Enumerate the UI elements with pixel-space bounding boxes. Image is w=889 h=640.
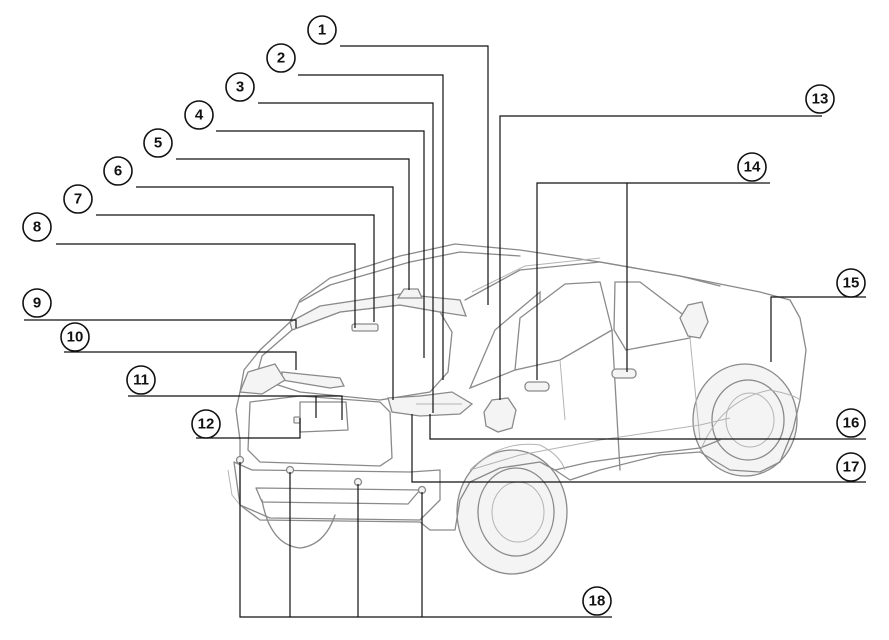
leader-line-13 bbox=[499, 115, 822, 400]
leader-line-2 bbox=[298, 74, 444, 380]
svg-text:12: 12 bbox=[198, 416, 215, 433]
leader-line-4 bbox=[216, 130, 425, 358]
callout-badge-13: 13 bbox=[805, 84, 835, 114]
svg-text:10: 10 bbox=[67, 329, 84, 346]
fuel-filler-door bbox=[483, 397, 517, 433]
leader-line-12 bbox=[196, 418, 301, 439]
svg-text:18: 18 bbox=[589, 593, 606, 610]
front-wheel bbox=[692, 363, 798, 477]
side-mirror bbox=[679, 301, 709, 339]
svg-text:1: 1 bbox=[318, 22, 326, 39]
car-illustration bbox=[227, 243, 807, 575]
liftgate bbox=[247, 395, 393, 467]
svg-text:5: 5 bbox=[154, 135, 162, 152]
license-plate-recess bbox=[299, 401, 349, 433]
leader-line-3 bbox=[258, 102, 434, 413]
svg-text:7: 7 bbox=[74, 191, 82, 208]
leader-line-8 bbox=[56, 243, 356, 328]
svg-text:8: 8 bbox=[33, 219, 41, 236]
leader-line-14 bbox=[536, 182, 770, 380]
callout-badge-6: 6 bbox=[103, 156, 133, 186]
leader-line-16 bbox=[429, 414, 866, 440]
callout-badge-2: 2 bbox=[266, 43, 296, 73]
leader-line-18 bbox=[239, 462, 612, 618]
rear-door-handle bbox=[524, 381, 550, 392]
leader-line-11 bbox=[128, 395, 343, 420]
body-outline bbox=[235, 243, 807, 531]
rear-spoiler bbox=[289, 293, 467, 331]
callout-badge-11: 11 bbox=[126, 365, 156, 395]
front-door-handle bbox=[611, 368, 637, 379]
callout-badge-5: 5 bbox=[143, 128, 173, 158]
svg-text:15: 15 bbox=[843, 275, 860, 292]
svg-text:16: 16 bbox=[843, 415, 860, 432]
leader-line-7 bbox=[96, 214, 375, 322]
callout-badge-8: 8 bbox=[22, 212, 52, 242]
svg-text:11: 11 bbox=[133, 372, 149, 389]
leader-line-17 bbox=[411, 414, 866, 483]
callout-badge-4: 4 bbox=[184, 100, 214, 130]
svg-text:6: 6 bbox=[114, 163, 122, 180]
callout-badge-16: 16 bbox=[836, 408, 866, 438]
svg-text:9: 9 bbox=[33, 295, 41, 312]
svg-text:14: 14 bbox=[744, 159, 761, 176]
callout-badge-14: 14 bbox=[737, 152, 767, 182]
callout-badge-18: 18 bbox=[582, 586, 612, 616]
svg-text:4: 4 bbox=[195, 107, 204, 124]
rear-bumper bbox=[233, 461, 441, 521]
callout-badge-3: 3 bbox=[225, 72, 255, 102]
leader-line-9 bbox=[24, 319, 297, 328]
callout-badge-15: 15 bbox=[836, 268, 866, 298]
callout-badge-17: 17 bbox=[836, 452, 866, 482]
callout-badge-9: 9 bbox=[22, 288, 52, 318]
leader-line-15 bbox=[770, 296, 866, 362]
leader-lines bbox=[24, 45, 866, 618]
callout-badge-12: 12 bbox=[191, 409, 221, 439]
rear-door-window bbox=[514, 281, 613, 371]
leader-line-10 bbox=[64, 351, 297, 370]
left-tail-lamp bbox=[239, 363, 286, 395]
callout-badge-7: 7 bbox=[63, 184, 93, 214]
leader-line-6 bbox=[136, 186, 394, 400]
callout-badge-1: 1 bbox=[307, 15, 337, 45]
rear-camera bbox=[293, 416, 301, 424]
roof-antenna bbox=[396, 288, 424, 299]
svg-text:13: 13 bbox=[812, 91, 829, 108]
svg-text:3: 3 bbox=[236, 79, 244, 96]
rear-wheel bbox=[456, 449, 568, 575]
svg-text:17: 17 bbox=[843, 459, 860, 476]
front-door-window bbox=[613, 281, 691, 351]
callout-badge-10: 10 bbox=[60, 322, 90, 352]
svg-text:2: 2 bbox=[277, 50, 285, 67]
leader-line-1 bbox=[340, 45, 489, 305]
high-mount-stop-lamp bbox=[351, 323, 379, 332]
leader-line-5 bbox=[176, 158, 410, 290]
